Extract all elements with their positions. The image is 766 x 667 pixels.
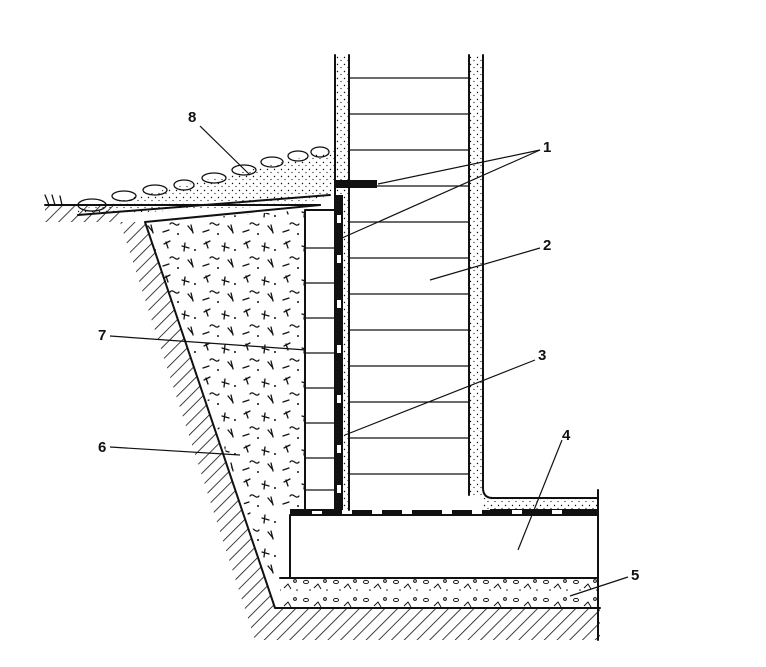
- callout-3: 3: [538, 347, 547, 364]
- ground-left: [44, 194, 601, 641]
- concrete-footing: [289, 514, 599, 579]
- backfill-soil: [145, 210, 305, 578]
- callout-1: 1: [543, 139, 552, 156]
- callout-8: 8: [188, 109, 197, 126]
- callout-4: 4: [562, 427, 571, 444]
- callout-2: 2: [543, 237, 552, 254]
- stone-apron: [77, 146, 335, 216]
- gravel-base-layer: [279, 577, 599, 608]
- leader-lines: [109, 125, 629, 597]
- vertical-waterproofing: [335, 180, 377, 510]
- masonry-wall: [334, 54, 599, 511]
- footing-waterproofing: [290, 509, 598, 516]
- protective-brick-layer: [304, 209, 336, 511]
- callout-7: 7: [98, 327, 107, 344]
- callout-6: 6: [98, 439, 107, 456]
- callout-5: 5: [631, 567, 640, 584]
